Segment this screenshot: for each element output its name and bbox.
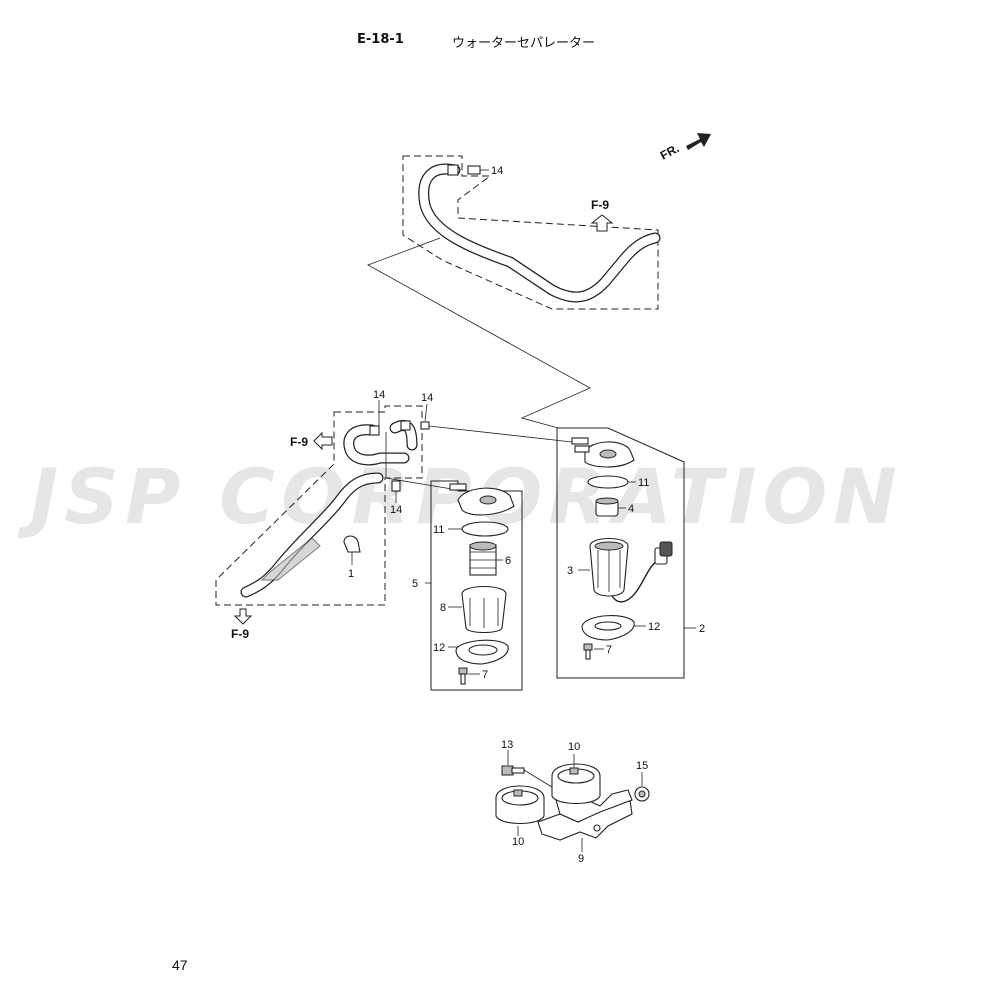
sensor-wire [611, 561, 657, 603]
o-ring-left [461, 521, 509, 537]
callout-11-left: 11 [433, 524, 444, 536]
top-hose-dashed-boundary [402, 155, 659, 310]
callout-7-left: 7 [482, 669, 488, 681]
clip-14-c [391, 480, 401, 492]
bolt-head-left [458, 667, 468, 675]
front-arrow-icon [686, 133, 711, 150]
bolt-shank-left [460, 673, 466, 685]
bolt-13-head [501, 765, 514, 776]
callout-8: 8 [440, 602, 446, 614]
f9-ref-left: F-9 [290, 435, 308, 449]
hose-clamp-part-1 [343, 535, 361, 553]
callout-5: 5 [412, 578, 418, 590]
f9-left-arrow-icon [313, 431, 333, 451]
callout-12-right: 12 [648, 621, 660, 633]
callout-7-right: 7 [606, 644, 612, 656]
left-hose-group: 14 14 14 1 F-9 F-9 [215, 389, 573, 641]
callout-2: 2 [699, 623, 705, 635]
left-assembly-boundary [430, 480, 523, 691]
bracket-assembly: 13 9 10 10 15 [495, 739, 650, 865]
clip-14-top [467, 165, 481, 175]
callout-1: 1 [348, 568, 354, 580]
callout-13: 13 [501, 739, 513, 751]
hose-joint [400, 420, 411, 431]
diagram-title: ウォーターセパレーター [452, 36, 596, 51]
bolt-13-shank [511, 767, 525, 774]
inlet-nipple-right-b [574, 445, 590, 453]
leader-to-right-inlet [428, 425, 573, 443]
page-number: 47 [172, 957, 188, 973]
left-hose-dashed-boundary [215, 405, 423, 606]
fr-label: FR. [658, 141, 682, 162]
hose-protector-sleeve [260, 537, 321, 581]
callout-14-top: 14 [491, 165, 503, 177]
left-separator-assembly: 5 11 6 8 [412, 480, 523, 691]
callout-9: 9 [578, 853, 584, 865]
f9-ref-top: F-9 [591, 198, 609, 212]
top-hose [419, 164, 660, 302]
long-drain-hose [241, 473, 383, 597]
callout-6: 6 [505, 555, 511, 567]
right-separator-assembly: 2 11 4 3 [556, 427, 705, 679]
callout-11-right: 11 [638, 477, 649, 489]
top-hose-clamp [447, 164, 459, 176]
clip-14-a [369, 425, 380, 436]
clip-14-b [420, 421, 430, 430]
right-assembly-boundary [556, 427, 685, 679]
leader-to-left-inlet [385, 432, 459, 491]
callout-3: 3 [567, 565, 573, 577]
f9-up-arrow-icon [590, 214, 614, 232]
f9-ref-bottom: F-9 [231, 627, 249, 641]
f9-down-arrow-icon [233, 608, 253, 625]
callout-14-b: 14 [421, 392, 433, 404]
inlet-nipple-right-a [571, 437, 589, 445]
front-direction-arrow: FR. [658, 133, 711, 163]
diagram-code: E-18-1 [357, 32, 404, 47]
sensor-plug [659, 541, 673, 557]
top-hose-group: 14 F-9 [367, 155, 661, 429]
callout-14-a: 14 [373, 389, 385, 401]
o-ring-right [587, 475, 629, 489]
short-hose-loop [344, 425, 409, 465]
callout-15: 15 [636, 760, 648, 772]
bolt-shank-right [585, 649, 591, 660]
callout-4: 4 [628, 503, 634, 515]
callout-14-c: 14 [390, 504, 402, 516]
inlet-nipple-left [449, 483, 467, 491]
bolt-head-right [583, 643, 593, 651]
callout-10-bottom: 10 [512, 836, 524, 848]
top-hose-connection-leader [367, 237, 591, 429]
callout-12-left: 12 [433, 642, 445, 654]
callout-10-top: 10 [568, 741, 580, 753]
